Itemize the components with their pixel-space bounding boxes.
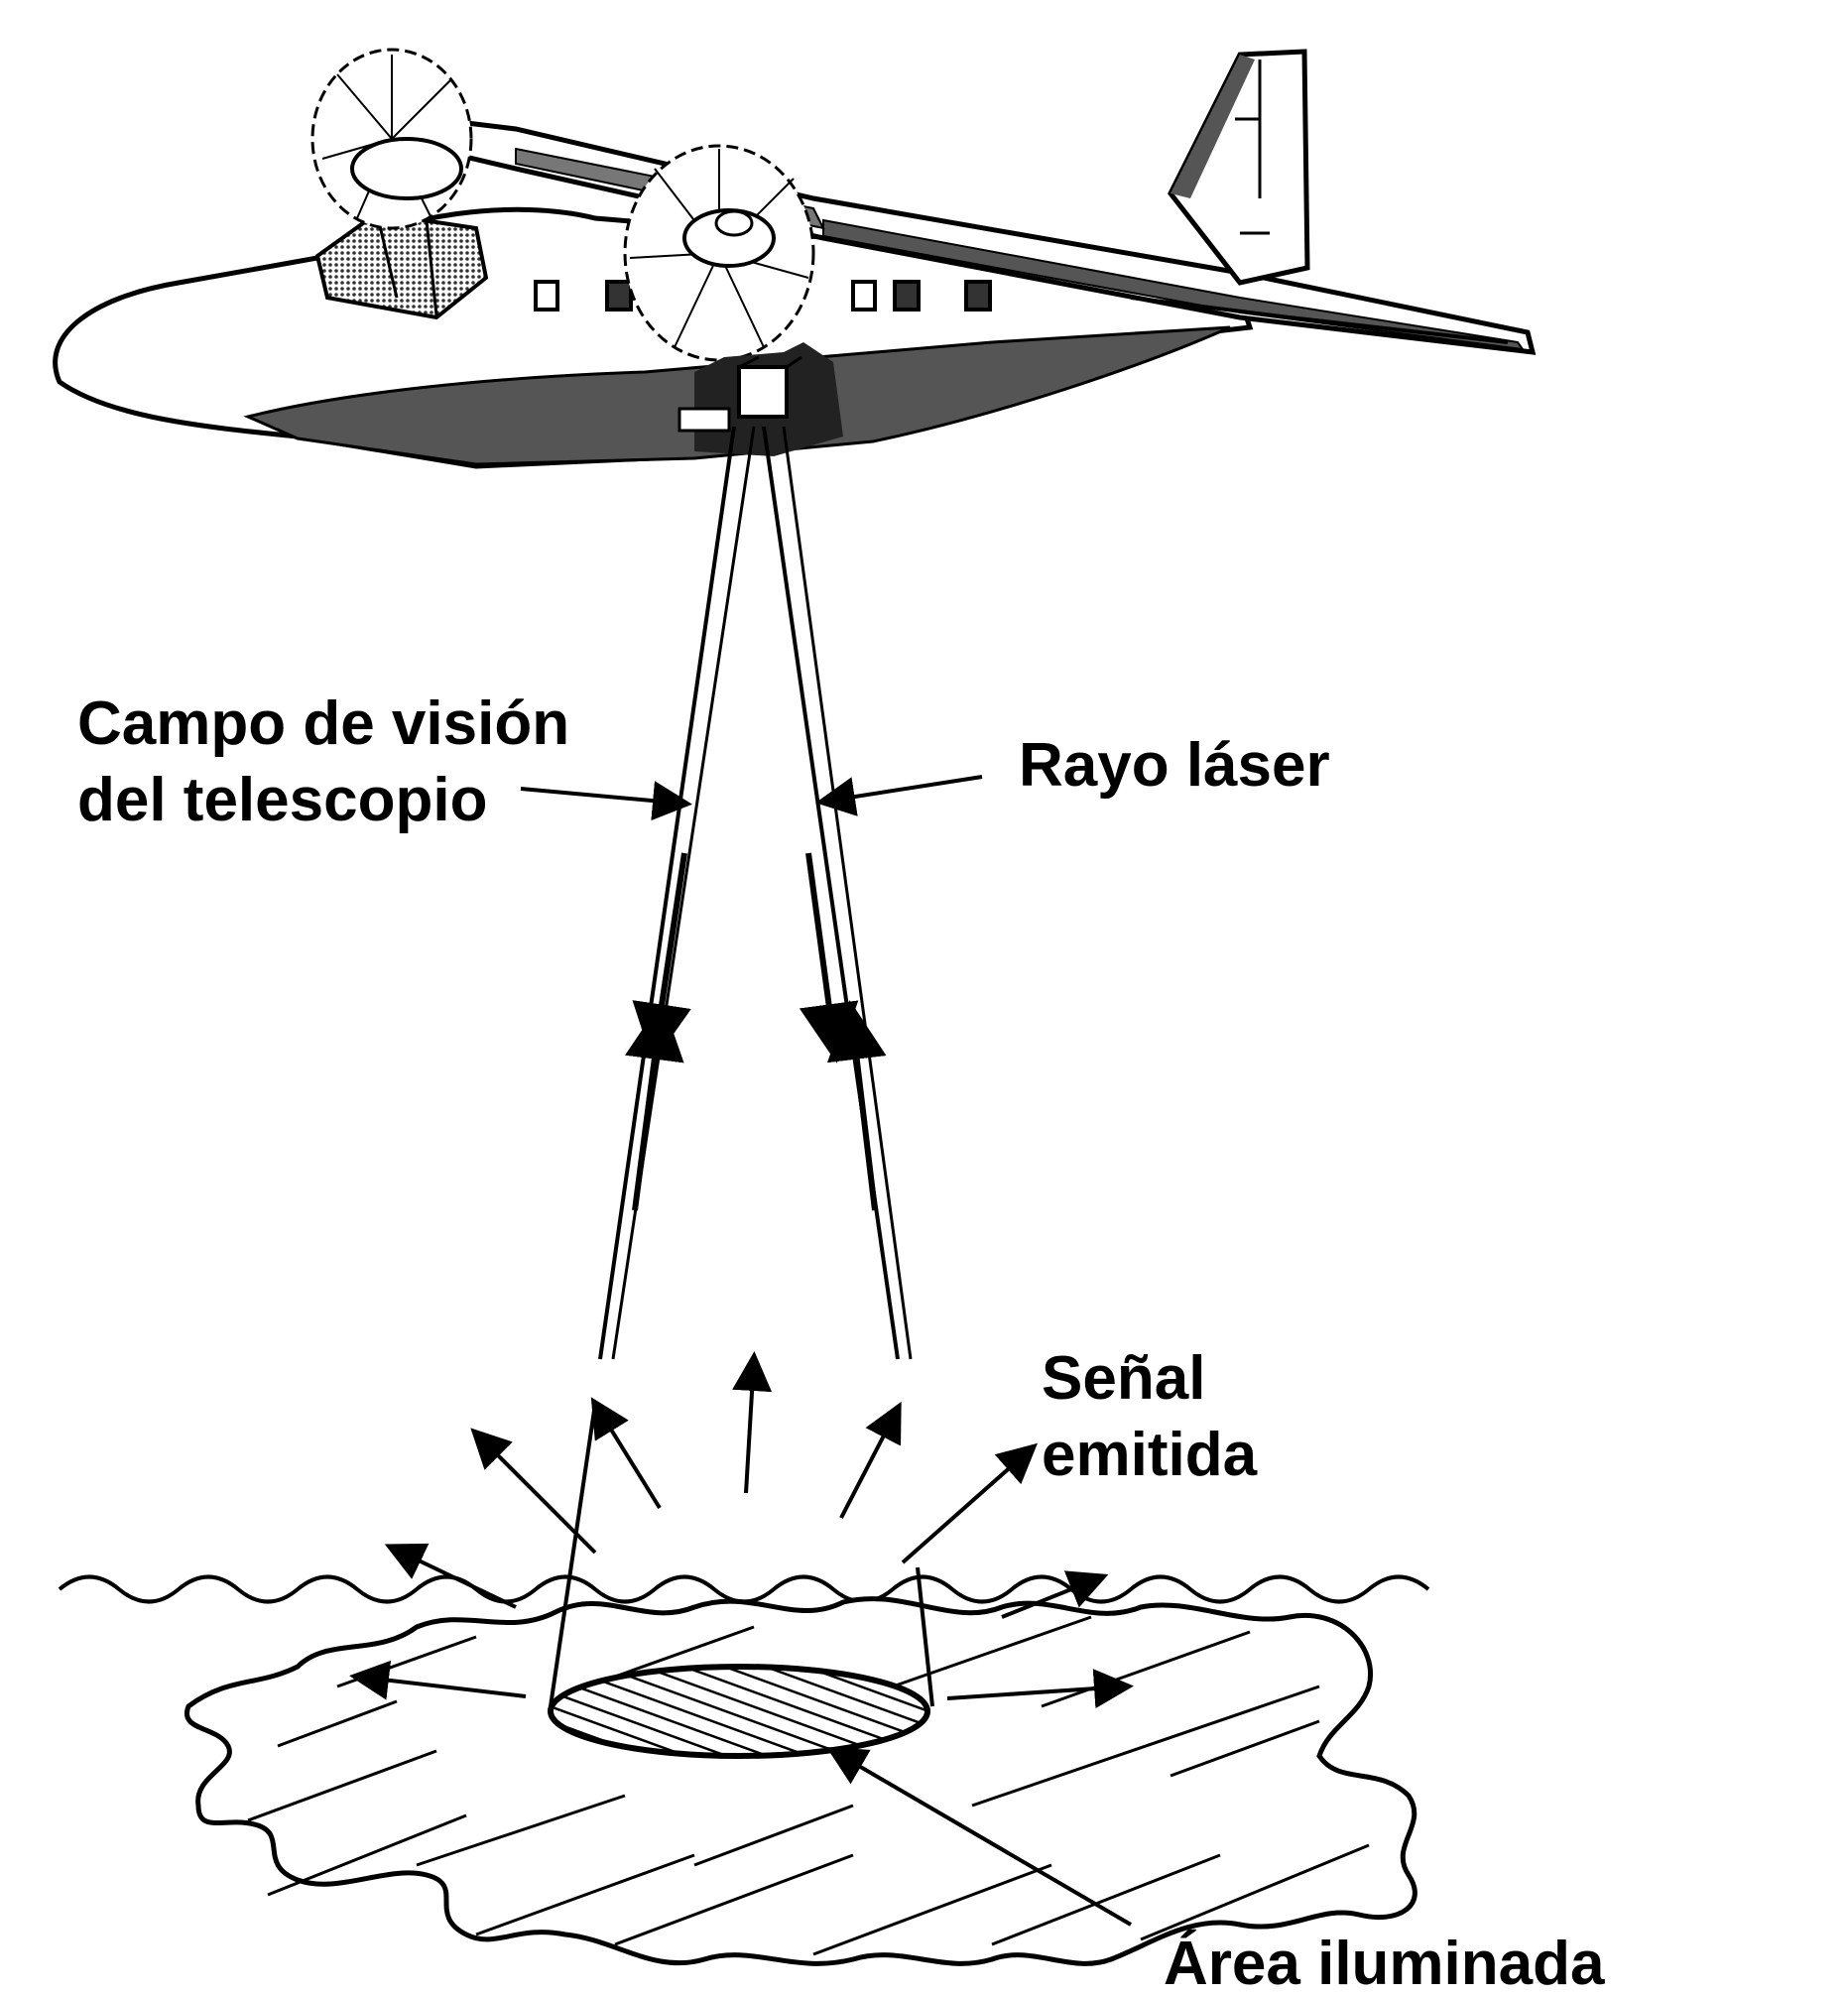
label-laser: Rayo láser (1019, 731, 1330, 800)
label-telescope-line2: del telescopio (77, 766, 487, 834)
area-pointer (826, 1746, 1133, 1927)
telescope-pointer (520, 781, 692, 821)
surface-slick (184, 1596, 1417, 1966)
laser-beam (762, 426, 913, 1360)
aircraft (53, 48, 1537, 469)
cabin-window (605, 280, 633, 312)
emitted-signal-arrows (349, 1351, 1134, 1709)
label-area: Área iluminada (1164, 1930, 1605, 1997)
cabin-window (851, 280, 877, 312)
propeller-left (310, 48, 473, 230)
laser-pointer (815, 775, 983, 816)
cabin-window (534, 280, 559, 312)
cabin-window (893, 280, 921, 312)
lidar-instrument (678, 342, 843, 456)
label-telescope-line1: Campo de visión (77, 689, 569, 758)
telescope-field-of-view-beam (598, 426, 756, 1360)
slick-hatching (247, 1615, 1370, 1956)
water-surface (58, 1574, 1430, 1604)
label-signal-line2: emitida (1042, 1421, 1258, 1489)
propeller-right (623, 144, 815, 362)
cabin-window (964, 280, 992, 312)
illuminated-area (548, 1664, 930, 1759)
label-signal-line1: Señal (1042, 1344, 1205, 1413)
